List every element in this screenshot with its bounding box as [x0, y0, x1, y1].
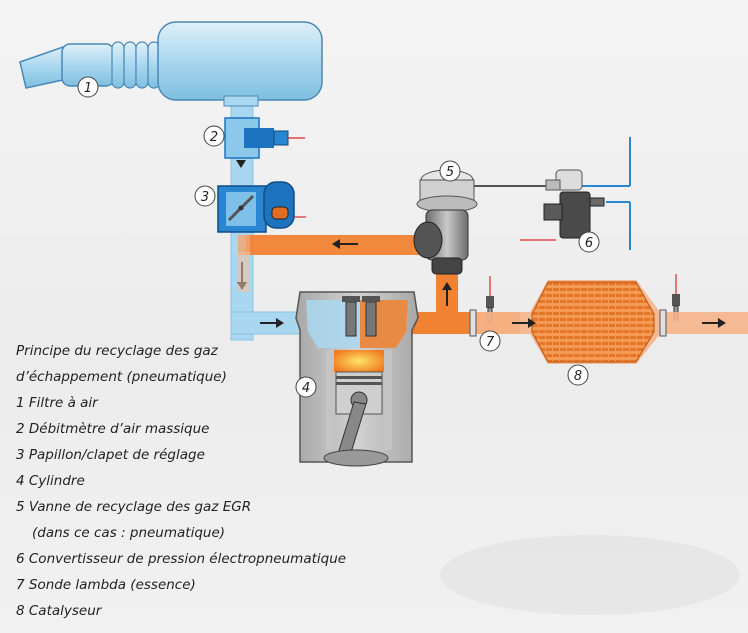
legend-title-line1: Principe du recyclage des gaz — [16, 343, 218, 359]
callout-2: 2 — [203, 125, 225, 147]
catalytic-converter — [469, 280, 748, 364]
callout-6: 6 — [578, 231, 600, 253]
engine-cylinder — [295, 291, 419, 467]
legend-title-line2: d’échappement (pneumatique) — [16, 369, 227, 385]
legend-item-lambda-sensor: 7 Sonde lambda (essence) — [16, 577, 196, 593]
throttle-valve — [217, 181, 306, 233]
callout-1: 1 — [77, 76, 99, 98]
legend-item-throttle-valve: 3 Papillon/clapet de réglage — [16, 447, 205, 463]
callout-8: 8 — [567, 364, 589, 386]
mass-airflow-meter — [224, 117, 305, 168]
intake-arrow-right — [260, 318, 284, 328]
svg-text:5: 5 — [446, 165, 454, 180]
callout-3: 3 — [194, 185, 216, 207]
air-filter — [19, 21, 323, 107]
svg-text:4: 4 — [302, 381, 310, 396]
outlet-arrow-right — [702, 318, 726, 328]
svg-text:2: 2 — [210, 130, 218, 145]
svg-text:7: 7 — [486, 335, 495, 350]
svg-text:6: 6 — [585, 236, 593, 251]
legend-item-mass-airflow-meter: 2 Débitmètre d’air massique — [16, 421, 210, 437]
callout-4: 4 — [295, 376, 317, 398]
legend-item-cylinder: 4 Cylindre — [16, 473, 85, 489]
pressure-converter — [520, 137, 631, 250]
egr-arrow-left — [332, 239, 358, 249]
svg-text:3: 3 — [201, 190, 209, 205]
legend-item-egr-valve: 5 Vanne de recyclage des gaz EGR — [16, 499, 252, 515]
exhaust-arrow-up — [442, 282, 452, 306]
callout-7: 7 — [479, 330, 501, 352]
legend-item-air-filter: 1 Filtre à air — [16, 395, 98, 411]
exhaust-arrow-right — [512, 318, 536, 328]
legend-item-pressure-converter: 6 Convertisseur de pression électropneum… — [16, 551, 347, 567]
egr-return-pipe — [238, 235, 424, 292]
legend-item-catalytic-converter: 8 Catalyseur — [16, 603, 102, 619]
svg-text:8: 8 — [574, 369, 582, 384]
svg-text:1: 1 — [84, 81, 92, 96]
egr-valve — [413, 169, 560, 275]
legend: Principe du recyclage des gaz d’échappem… — [16, 338, 366, 624]
background-smudge — [440, 535, 740, 615]
callout-5: 5 — [439, 160, 461, 182]
legend-item-egr-valve-note: (dans ce cas : pneumatique) — [32, 525, 226, 541]
